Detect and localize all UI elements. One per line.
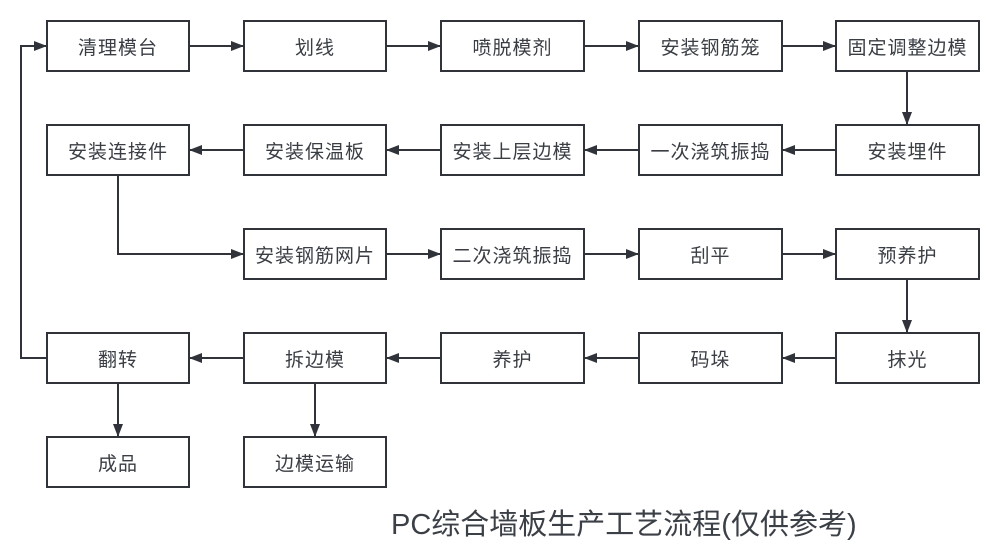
node-side-form-transport: 边模运输 [243,436,387,488]
node-finished-product: 成品 [46,436,190,488]
diagram-title: PC综合墙板生产工艺流程(仅供参考) [391,509,857,541]
node-install-rebar-cage: 安装钢筋笼 [638,20,783,72]
node-install-connectors: 安装连接件 [46,124,190,176]
node-install-embedded-parts: 安装埋件 [835,124,980,176]
node-install-rebar-mesh: 安装钢筋网片 [243,228,387,280]
edge-flip-to-clean-mold-table-loop [20,41,47,359]
edge-install-connectors-to-install-rebar-mesh [117,176,244,259]
node-screed-flat: 刮平 [638,228,783,280]
node-clean-mold-table: 清理模台 [46,20,190,72]
node-stacking: 码垛 [638,332,783,384]
node-first-pour-vibrate: 一次浇筑振捣 [638,124,783,176]
node-install-upper-side-forms: 安装上层边模 [440,124,585,176]
node-flip: 翻转 [46,332,190,384]
node-trowel-polish: 抹光 [835,332,980,384]
node-curing: 养护 [440,332,585,384]
node-second-pour-vibrate: 二次浇筑振捣 [440,228,585,280]
node-fix-adjust-side-forms: 固定调整边模 [835,20,980,72]
node-spray-release-agent: 喷脱模剂 [440,20,585,72]
node-remove-side-forms: 拆边模 [243,332,387,384]
node-pre-curing: 预养护 [835,228,980,280]
node-install-insulation-board: 安装保温板 [243,124,387,176]
node-marking: 划线 [243,20,387,72]
